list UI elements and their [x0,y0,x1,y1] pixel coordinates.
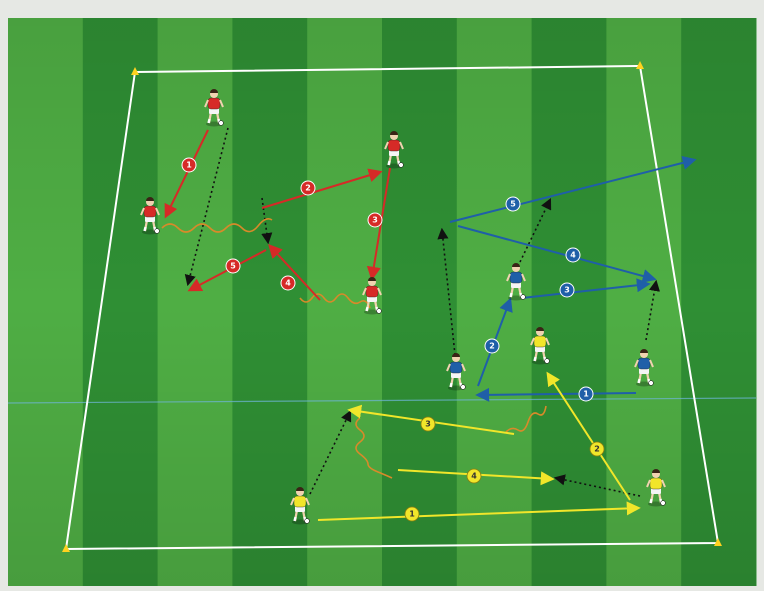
yellow-badge-1: 1 [405,507,419,521]
red-badge-3: 3 [368,213,382,227]
blue-badge-label: 4 [570,251,576,260]
yellow-badge-2: 2 [590,442,604,456]
red-badge-5: 5 [226,259,240,273]
red-badge-label: 4 [285,279,291,288]
yellow-badge-4: 4 [467,469,481,483]
yellow-badge-label: 2 [594,445,600,454]
blue-badge-2: 2 [485,339,499,353]
blue-badge-label: 2 [489,342,495,351]
red-badge-label: 2 [305,184,311,193]
red-badge-label: 3 [372,216,378,225]
blue-badge-4: 4 [566,248,580,262]
grass-shading [8,18,756,586]
red-badge-1: 1 [182,158,196,172]
red-badge-2: 2 [301,181,315,195]
red-badge-label: 5 [230,262,236,271]
yellow-badge-label: 3 [425,420,431,429]
red-badge-4: 4 [281,276,295,290]
yellow-badge-label: 1 [409,510,415,519]
yellow-badge-label: 4 [471,472,477,481]
blue-badge-label: 1 [583,390,589,399]
blue-badge-3: 3 [560,283,574,297]
blue-badge-label: 3 [564,286,570,295]
blue-badge-1: 1 [579,387,593,401]
red-badge-label: 1 [186,161,192,170]
blue-badge-label: 5 [510,200,516,209]
blue-badge-5: 5 [506,197,520,211]
yellow-badge-3: 3 [421,417,435,431]
